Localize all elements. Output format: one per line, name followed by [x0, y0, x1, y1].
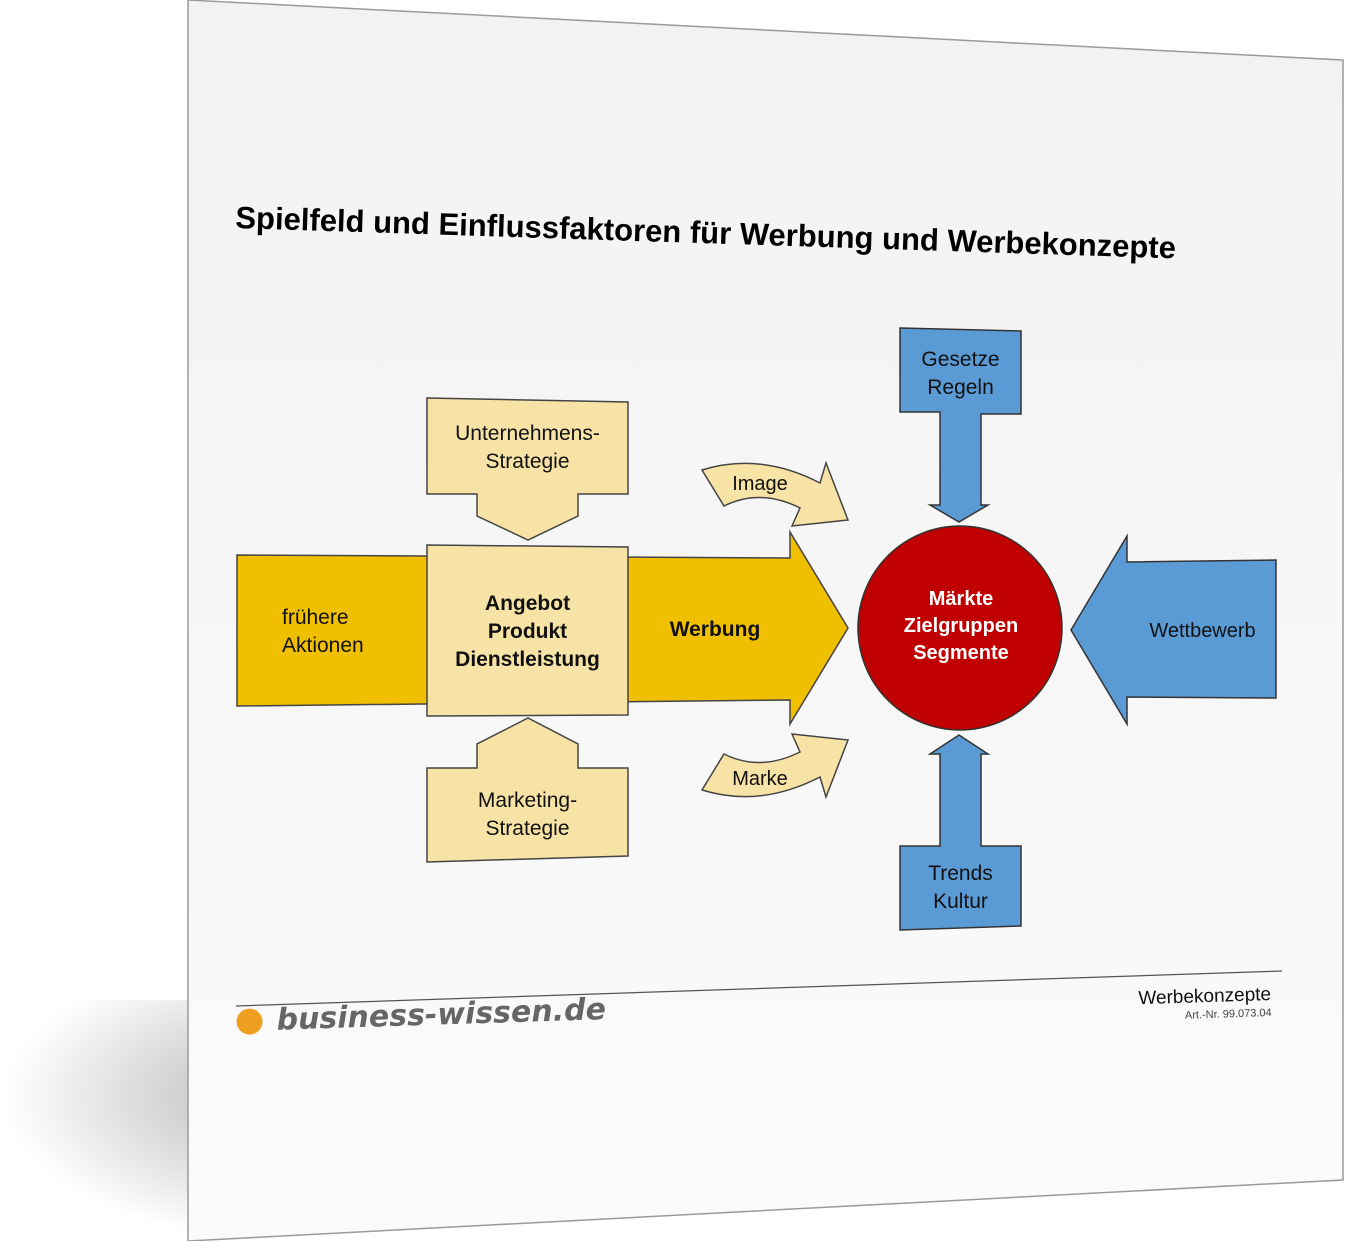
fruehere-aktionen-label: frühere Aktionen	[282, 606, 364, 657]
unternehmens-strategie-label: Unternehmens- Strategie	[455, 422, 600, 473]
footer-doc-title: Werbekonzepte	[1138, 984, 1272, 1010]
trends-label: Trends Kultur	[928, 862, 993, 913]
marketing-strategie-label: Marketing- Strategie	[477, 789, 578, 840]
image-label: Image	[732, 473, 788, 495]
marketing-strategie-arrow	[426, 717, 629, 863]
wettbewerb-label: Wettbewerb	[1149, 620, 1256, 642]
footer-divider	[235, 970, 1283, 1007]
unternehmens-strategie-arrow	[426, 397, 629, 541]
angebot-label: Angebot Produkt Dienstleistung	[455, 592, 600, 671]
gesetze-arrow	[899, 327, 1022, 523]
marke-label: Marke	[732, 768, 788, 790]
marke-arrow	[700, 733, 850, 800]
footer-info: Werbekonzepte Art.-Nr. 99.073.04	[1138, 984, 1272, 1023]
maerkte-circle	[857, 525, 1063, 731]
brand-dot-icon	[236, 1007, 263, 1035]
wettbewerb-arrow	[1070, 533, 1277, 727]
angebot-box	[426, 544, 629, 717]
trends-arrow	[899, 734, 1022, 931]
werbung-label: Werbung	[669, 618, 761, 641]
gesetze-label: Gesetze Regeln	[921, 348, 1000, 399]
maerkte-label: Märkte Zielgruppen Segmente	[903, 588, 1019, 664]
image-arrow	[700, 460, 850, 527]
